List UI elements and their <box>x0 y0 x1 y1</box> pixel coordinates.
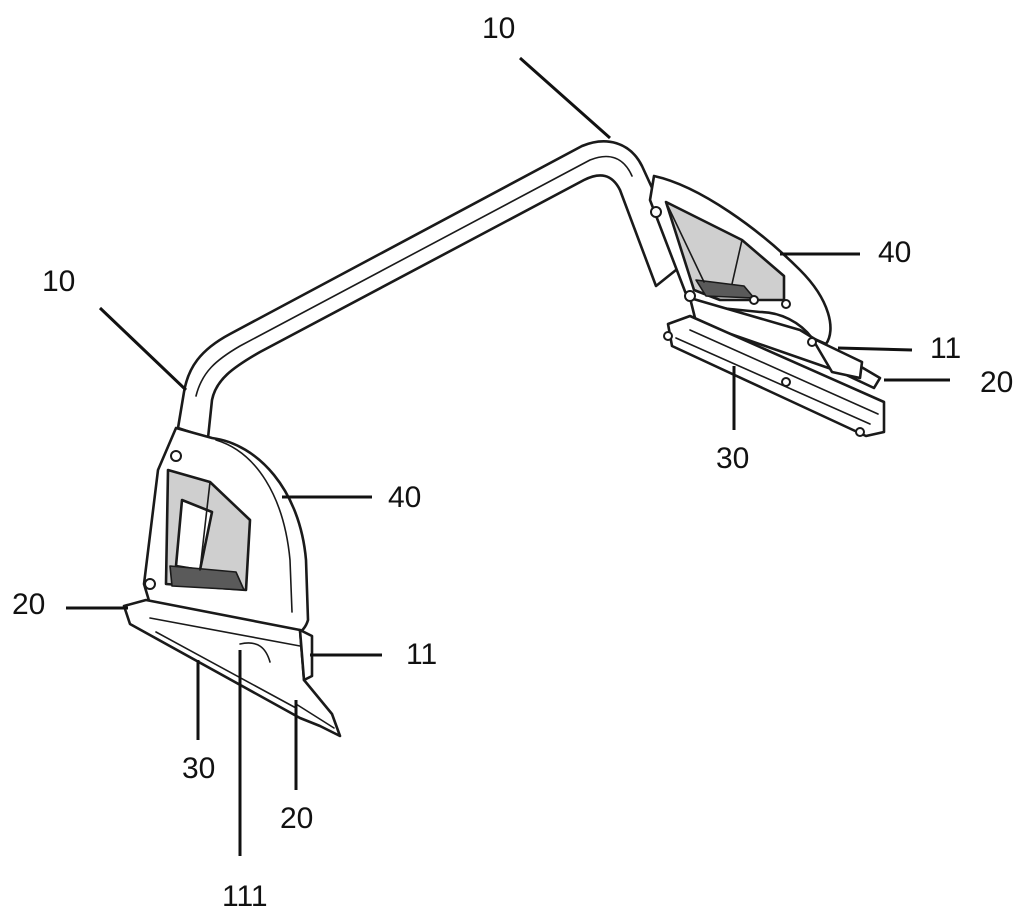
rail-right <box>663 314 886 438</box>
label-10-left: 10 <box>42 265 75 298</box>
roll-bar-tube <box>176 140 688 440</box>
label-20-right: 20 <box>980 366 1013 399</box>
leader-10-left <box>98 306 188 392</box>
bracket-left <box>142 426 310 639</box>
label-11-right: 11 <box>930 332 961 365</box>
leader-11-right <box>837 346 913 352</box>
leader-lines <box>66 56 950 856</box>
label-11-left: 11 <box>406 638 437 671</box>
label-30-left: 30 <box>182 752 215 785</box>
label-40-left: 40 <box>388 481 421 514</box>
reference-numerals: 10 10 40 40 11 11 20 20 20 30 30 111 <box>12 12 1013 913</box>
label-40-right: 40 <box>878 236 911 269</box>
label-20-left-top: 20 <box>12 588 45 621</box>
label-30-right: 30 <box>716 442 749 475</box>
label-10-top: 10 <box>482 12 515 45</box>
leader-10-top <box>519 56 611 140</box>
label-111: 111 <box>222 880 268 913</box>
bracket-right <box>648 174 882 390</box>
rail-left <box>122 598 342 738</box>
label-20-left-bottom: 20 <box>280 802 313 835</box>
